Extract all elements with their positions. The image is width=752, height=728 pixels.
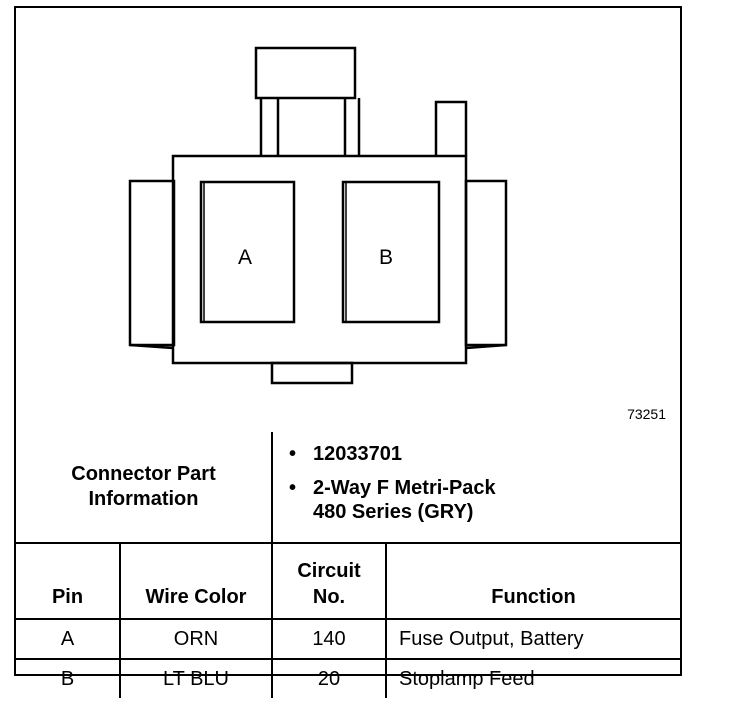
cavity-a: [199, 180, 296, 324]
part-number: •12033701: [289, 443, 402, 465]
cell-function: Fuse Output, Battery: [385, 618, 680, 660]
connector-sheet: A B 73251 Connector Part Information •12…: [14, 6, 682, 698]
connector-drawing: [128, 46, 508, 385]
bottom-key: [270, 361, 354, 385]
cell-circuit: 20: [271, 658, 387, 698]
cell-pin: B: [16, 658, 121, 698]
left-flange: [128, 179, 176, 347]
connector-table: Connector Part Information •12033701 •2-…: [16, 432, 680, 698]
cavity-a-label: A: [238, 246, 253, 269]
connector-diagram: A B 73251: [16, 8, 680, 432]
cell-circuit: 140: [271, 618, 387, 660]
right-tab: [434, 100, 468, 156]
table-row: A ORN 140 Fuse Output, Battery: [16, 618, 680, 660]
header-wire-color: Wire Color: [119, 542, 273, 620]
part-info-row: Connector Part Information •12033701 •2-…: [16, 432, 680, 544]
figure-number: 73251: [627, 406, 666, 422]
cell-function: Stoplamp Feed: [385, 658, 680, 698]
cell-wire-color: ORN: [119, 618, 273, 660]
header-pin: Pin: [16, 542, 121, 620]
cavity-b: [341, 180, 441, 324]
latch-top: [254, 46, 357, 100]
cell-wire-color: LT BLU: [119, 658, 273, 698]
connector-body: [171, 154, 468, 365]
table-row: B LT BLU 20 Stoplamp Feed: [16, 658, 680, 698]
part-info-label: Connector Part Information: [16, 432, 273, 544]
header-function: Function: [385, 542, 680, 620]
cavity-b-label: B: [379, 246, 394, 269]
cell-pin: A: [16, 618, 121, 660]
right-flange: [464, 179, 508, 347]
